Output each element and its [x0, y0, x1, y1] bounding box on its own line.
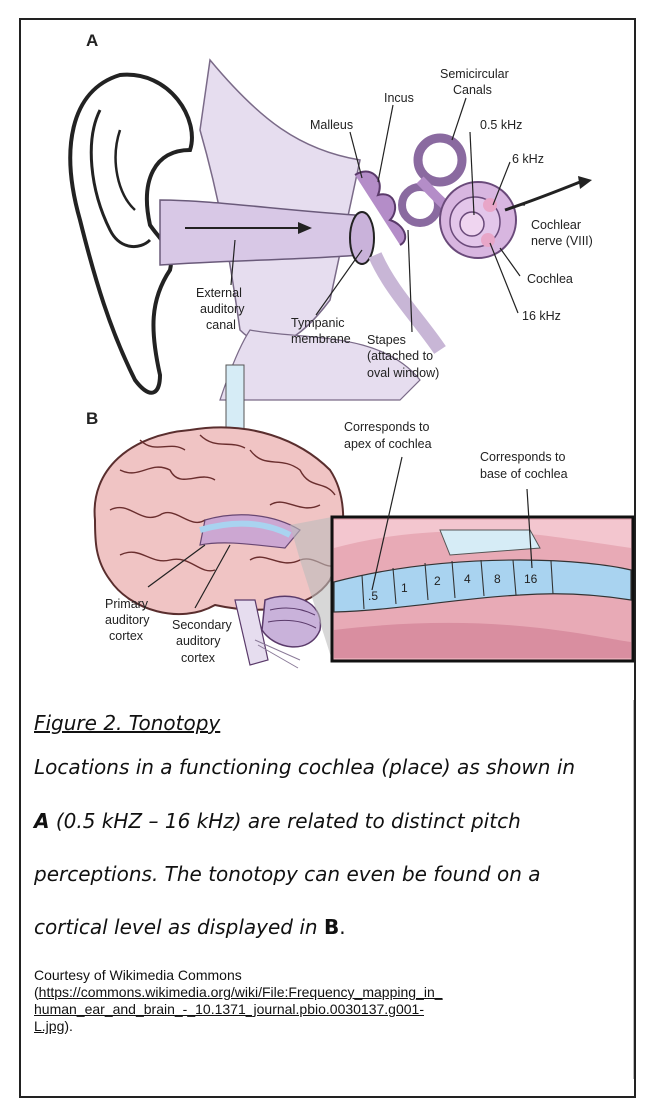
incus-label: Incus: [384, 91, 414, 105]
malleus-label: Malleus: [310, 118, 353, 132]
svg-text:Canals: Canals: [453, 83, 492, 97]
band-1: 1: [401, 581, 408, 595]
svg-text:canal: canal: [206, 318, 236, 332]
semicircular-canal: [418, 138, 462, 182]
band-4: 4: [464, 572, 471, 586]
svg-text:oval window): oval window): [367, 366, 439, 380]
freq-16-label: 16 kHz: [522, 309, 561, 323]
cochlear-nerve-label: Cochlear: [531, 218, 581, 232]
base-label: Corresponds to: [480, 450, 566, 464]
freq-05-label: 0.5 kHz: [480, 118, 522, 132]
caption-line-1: Locations in a functioning cochlea (plac…: [34, 755, 575, 779]
caption-ref-a: A: [34, 809, 49, 833]
caption-ref-b: B: [324, 915, 339, 939]
primary-label: Primary: [105, 597, 149, 611]
caption-line-4: cortical level as displayed in B.: [34, 915, 346, 939]
svg-text:nerve (VIII): nerve (VIII): [531, 234, 593, 248]
apex-label: Corresponds to: [344, 420, 430, 434]
credit-line-3: human_ear_and_brain_-_10.1371_journal.pb…: [34, 1001, 424, 1017]
credit-line-2: (https://commons.wikimedia.org/wiki/File…: [34, 984, 443, 1000]
credit-link[interactable]: https://commons.wikimedia.org/wiki/File:…: [39, 984, 443, 1000]
secondary-label: Secondary: [172, 618, 233, 632]
credit-link-cont[interactable]: human_ear_and_brain_-_10.1371_journal.pb…: [34, 1001, 424, 1017]
svg-text:(attached to: (attached to: [367, 349, 433, 363]
credit-text: Courtesy of Wikimedia Commons: [34, 967, 242, 983]
svg-text:auditory: auditory: [176, 634, 221, 648]
cochlear-nerve: [505, 182, 580, 210]
svg-text:cortex: cortex: [109, 629, 144, 643]
band-05: .5: [368, 589, 378, 603]
figure-title: Figure 2. Tonotopy: [34, 711, 220, 735]
credit-link-end[interactable]: L.jpg: [34, 1018, 64, 1034]
band-8: 8: [494, 572, 501, 586]
semicircular-label: Semicircular: [440, 67, 509, 81]
external-canal-label: External: [196, 286, 242, 300]
svg-text:cortex: cortex: [181, 651, 216, 665]
stapes-label: Stapes: [367, 333, 406, 347]
cochlea-label: Cochlea: [527, 272, 573, 286]
tympanic-label: Tympanic: [291, 316, 345, 330]
band-16: 16: [524, 572, 538, 586]
svg-text:apex of cochlea: apex of cochlea: [344, 437, 432, 451]
svg-text:auditory: auditory: [200, 302, 245, 316]
tympanic-membrane: [350, 212, 374, 264]
freq-6-label: 6 kHz: [512, 152, 544, 166]
credit-line-4: L.jpg).: [34, 1018, 73, 1034]
panel-b-label: B: [86, 409, 98, 428]
caption-line-2: A (0.5 kHZ – 16 kHz) are related to dist…: [34, 809, 521, 833]
tonotopy-figure: A Semicircular Canals Incus Malleus 0.5 …: [0, 0, 657, 700]
caption-line-3: perceptions. The tonotopy can even be fo…: [34, 862, 541, 886]
band-2: 2: [434, 574, 441, 588]
svg-text:membrane: membrane: [291, 332, 351, 346]
svg-text:auditory: auditory: [105, 613, 150, 627]
panel-a-label: A: [86, 31, 98, 50]
svg-text:base of cochlea: base of cochlea: [480, 467, 568, 481]
